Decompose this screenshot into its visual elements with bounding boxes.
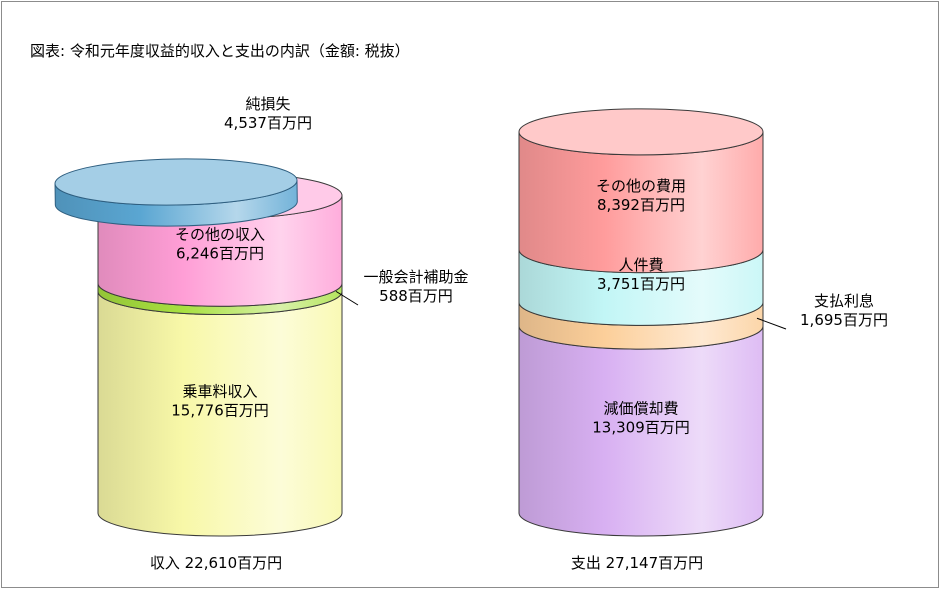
segment-top-その他の費用 [518, 108, 764, 156]
label-支払利息-value: 1,695百万円 [800, 311, 888, 329]
total-label-expense: 支出 27,147百万円 [571, 554, 703, 572]
callout-line-支払利息 [756, 317, 787, 330]
segment-top-純損失 [54, 158, 298, 206]
label-減価償却費-name: 減価償却費 [603, 400, 678, 418]
label-その他の収入-name: その他の収入 [175, 225, 265, 243]
label-一般会計補助金-name: 一般会計補助金 [363, 268, 468, 286]
label-その他の収入-value: 6,246百万円 [176, 244, 264, 262]
label-純損失-name: 純損失 [245, 95, 290, 113]
chart-title: 図表: 令和元年度収益的収入と支出の内訳（金額: 税抜） [30, 42, 410, 60]
label-純損失-value: 4,537百万円 [224, 114, 312, 132]
label-人件費-name: 人件費 [618, 256, 663, 274]
label-人件費-value: 3,751百万円 [597, 275, 685, 293]
label-乗車料収入-value: 15,776百万円 [171, 401, 269, 419]
total-label-revenue: 収入 22,610百万円 [150, 554, 282, 572]
callout-line-一般会計補助金 [335, 290, 359, 306]
label-乗車料収入-name: 乗車料収入 [182, 382, 257, 400]
label-一般会計補助金-value: 588百万円 [379, 287, 453, 305]
label-その他の費用-value: 8,392百万円 [597, 196, 685, 214]
label-支払利息-name: 支払利息 [814, 292, 874, 310]
label-減価償却費-value: 13,309百万円 [592, 419, 690, 437]
label-その他の費用-name: その他の費用 [596, 177, 686, 195]
